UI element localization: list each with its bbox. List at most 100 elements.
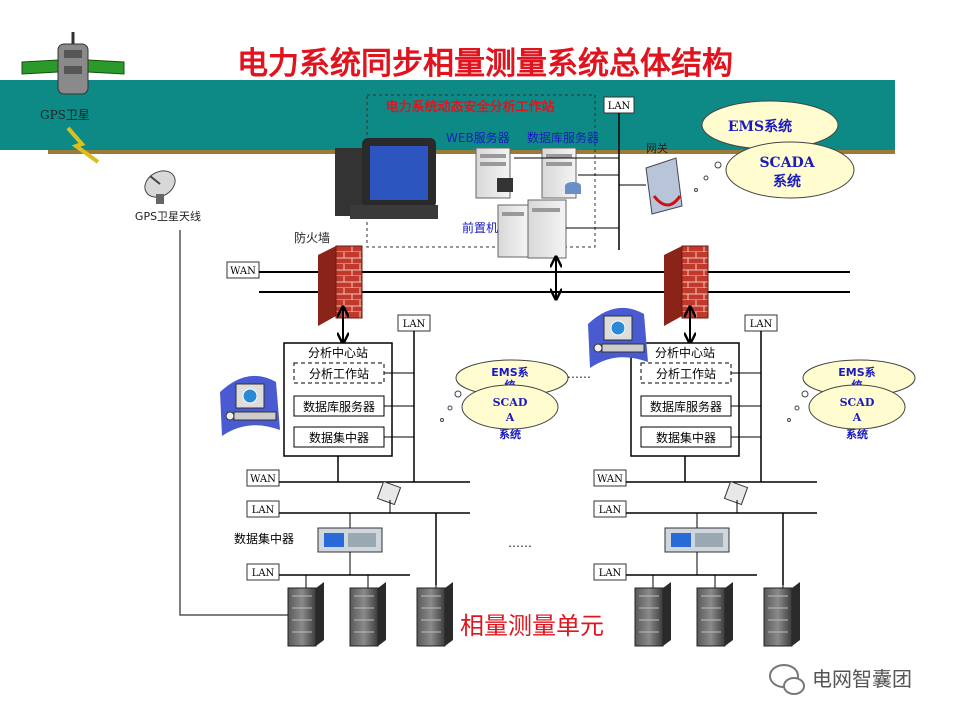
scada-line2: A <box>852 411 862 424</box>
pmu-server-side <box>725 582 733 646</box>
regional-station-left: 分析中心站分析工作站数据库服务器数据集中器LANEMS系统SCADA系统WANL… <box>220 314 569 647</box>
cloud-bubble <box>447 405 453 411</box>
database-server-icon <box>541 147 581 199</box>
gateway-icon <box>645 157 683 215</box>
pmu-server-icon <box>696 587 726 647</box>
analysis-center-label: 分析中心站 <box>655 345 715 360</box>
scada-top-line2: 系统 <box>773 173 801 190</box>
regional-station-right: 分析中心站分析工作站数据库服务器数据集中器LANEMS系统SCADA系统WANL… <box>588 307 916 647</box>
ems-line1: EMS系 <box>491 365 528 379</box>
wan-label: WAN <box>250 474 276 485</box>
lan-box <box>593 500 627 518</box>
lan-box <box>593 563 627 581</box>
lan-label: LAN <box>599 505 622 516</box>
scada-line3: 系统 <box>499 427 521 441</box>
desktop-computer-icon <box>335 138 438 219</box>
db-server-top-label: 数据库服务器 <box>527 130 599 145</box>
pmu-server-icon <box>634 587 664 647</box>
cloud-bubble <box>801 390 809 398</box>
pmu-server-icon <box>763 587 793 647</box>
lan-top-label: LAN <box>608 101 631 112</box>
scada-line1: SCAD <box>493 396 528 409</box>
cloud-bubble <box>694 188 698 192</box>
satellite-icon <box>21 32 125 95</box>
watermark: 电网智囊团 <box>769 664 912 695</box>
lan-label: LAN <box>252 505 275 516</box>
concentrator-label: 数据集中器 <box>656 430 716 445</box>
db-server-label: 数据库服务器 <box>650 399 722 414</box>
concentrator-panel <box>695 533 723 547</box>
satellite-dish-icon <box>144 170 176 204</box>
watermark-text: 电网智囊团 <box>812 667 912 691</box>
router-icon <box>376 480 402 506</box>
mouse-icon <box>593 343 603 353</box>
wan-label: WAN <box>597 474 623 485</box>
lan-label: LAN <box>599 568 622 579</box>
pmu-server-side <box>378 582 386 646</box>
dots-upper: …… <box>567 367 591 381</box>
globe-icon <box>242 388 258 404</box>
pmu-server-icon <box>287 587 317 647</box>
pmu-server-icon <box>349 587 379 647</box>
gps-satellite-label: GPS卫星 <box>40 108 90 122</box>
wan-top-label: WAN <box>230 266 256 277</box>
pmu-label: 相量测量单元 <box>460 612 604 640</box>
ems-top-label: EMS系统 <box>728 118 792 135</box>
db-server-label: 数据库服务器 <box>303 399 375 414</box>
cloud-bubble <box>787 418 791 422</box>
wan-box-top <box>226 261 260 279</box>
pmu-server-side <box>792 582 800 646</box>
analysis-workstation-label: 电力系统动态安全分析工作站 <box>385 99 554 115</box>
firewall-label: 防火墙 <box>294 230 330 245</box>
workstation-label: 分析工作站 <box>309 367 369 381</box>
mouse-icon <box>225 411 235 421</box>
concentrator-panel <box>348 533 376 547</box>
scada-cloud <box>461 384 559 430</box>
data-concentrator-label: 数据集中器 <box>234 531 294 546</box>
scada-cloud <box>808 384 906 430</box>
antenna-cable <box>179 230 290 616</box>
page-title: 电力系统同步相量测量系统总体结构 <box>237 46 733 82</box>
web-server-icon <box>475 147 513 199</box>
globe-icon <box>610 320 626 336</box>
lightning-icon <box>66 126 100 164</box>
dots-lower: …… <box>508 536 532 550</box>
concentrator-screen <box>324 533 344 547</box>
cloud-bubble <box>440 418 444 422</box>
ems-line1: EMS系 <box>838 365 875 379</box>
lan-box <box>246 563 280 581</box>
cloud-bubble <box>454 390 462 398</box>
web-server-label: WEB服务器 <box>446 130 510 145</box>
wan-box <box>246 469 280 487</box>
lan-label: LAN <box>252 568 275 579</box>
firewall-icon-right <box>664 245 709 326</box>
ems-cloud-top: EMS系统 <box>701 100 839 150</box>
cloud-bubble <box>714 161 722 169</box>
scada-line3: 系统 <box>846 427 868 441</box>
firewall-icon-left <box>318 245 363 326</box>
cloud-bubble <box>794 405 800 411</box>
gps-antenna-label: GPS卫星天线 <box>135 209 201 223</box>
wechat-logo-icon <box>783 677 805 695</box>
workstation-label: 分析工作站 <box>656 367 716 381</box>
keyboard-icon <box>233 411 277 421</box>
concentrator-screen <box>671 533 691 547</box>
pmu-server-side <box>445 582 453 646</box>
gateway-label: 网关 <box>646 141 668 155</box>
front-end-label: 前置机 <box>462 220 498 235</box>
pmu-server-side <box>316 582 324 646</box>
pmu-server-side <box>663 582 671 646</box>
front-end-server-icon <box>497 199 567 259</box>
keyboard-icon <box>601 343 645 353</box>
analysis-center-label: 分析中心站 <box>308 345 368 360</box>
lan-label: LAN <box>403 319 426 330</box>
router-icon <box>723 480 749 506</box>
cloud-bubble <box>703 175 709 181</box>
scada-line2: A <box>505 411 515 424</box>
pmu-server-icon <box>416 587 446 647</box>
wan-box <box>593 469 627 487</box>
scada-cloud-top: SCADA 系统 <box>725 141 855 199</box>
lan-label: LAN <box>750 319 773 330</box>
